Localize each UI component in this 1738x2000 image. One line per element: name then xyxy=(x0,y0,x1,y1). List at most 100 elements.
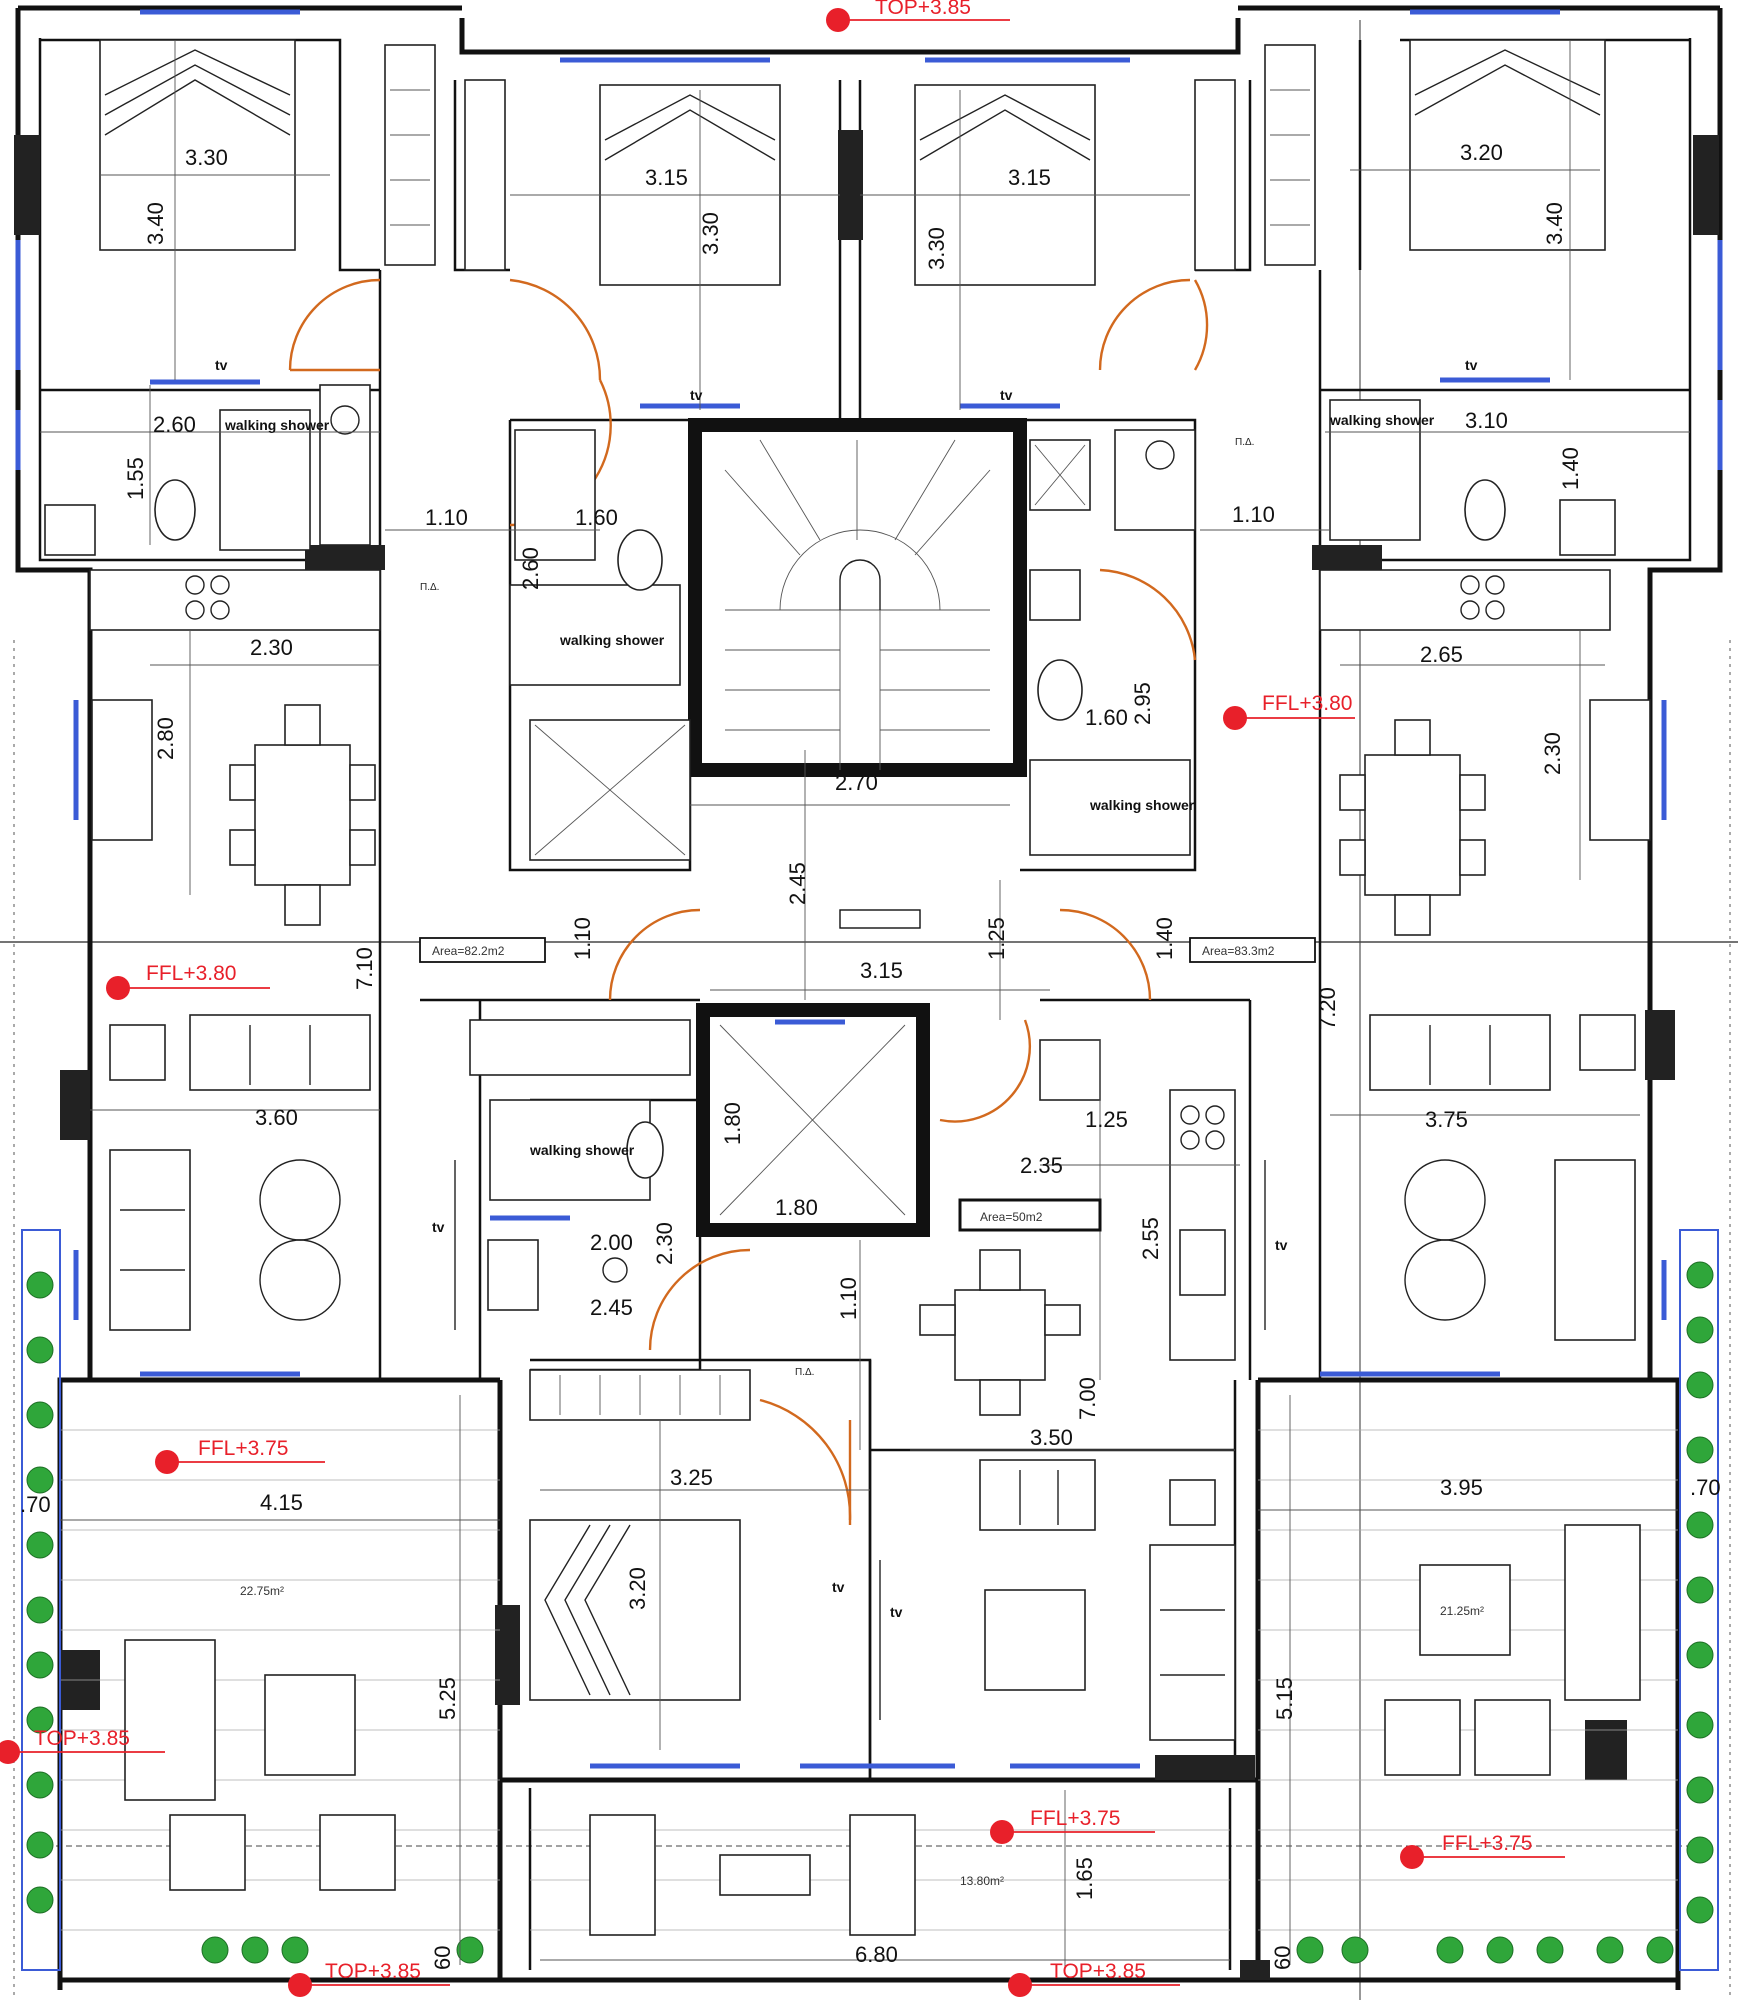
tv-label: tv xyxy=(1465,357,1478,373)
dim-label: 1.10 xyxy=(1232,502,1275,527)
dim-label: 2.95 xyxy=(1130,682,1155,725)
tv-label: tv xyxy=(1000,387,1013,403)
dim-label: 7.00 xyxy=(1075,1377,1100,1420)
level-top-north: TOP+3.85 xyxy=(875,0,971,19)
dim-label: 1.80 xyxy=(775,1195,818,1220)
dim-label: 2.55 xyxy=(1138,1217,1163,1260)
living-sets xyxy=(109,1014,1636,1741)
dim-label: 3.20 xyxy=(625,1567,650,1610)
dim-label: 1.60 xyxy=(575,505,618,530)
dim-label: 3.30 xyxy=(698,212,723,255)
area-tag-right-box xyxy=(1189,937,1316,963)
bathroom-fixtures xyxy=(44,384,1616,1311)
dim-label: 3.10 xyxy=(1465,408,1508,433)
dim-label: 2.00 xyxy=(590,1230,633,1255)
dim-label: 6.80 xyxy=(855,1942,898,1967)
level-marker-lines xyxy=(8,19,1565,1986)
columns xyxy=(14,130,1719,1980)
dim-label: 1.60 xyxy=(1085,705,1128,730)
elevator xyxy=(696,1003,930,1237)
tv-label: tv xyxy=(215,357,228,373)
dim-label: 3.40 xyxy=(143,202,168,245)
level-ffl-balcony-left: FFL+3.75 xyxy=(198,1437,288,1460)
dim-label: 2.30 xyxy=(250,635,293,660)
level-ffl-left: FFL+3.80 xyxy=(146,962,236,985)
dim-label: 3.95 xyxy=(1440,1475,1483,1500)
dim-label: 2.30 xyxy=(652,1222,677,1265)
dim-label: 3.75 xyxy=(1425,1107,1468,1132)
dim-label: 3.25 xyxy=(670,1465,713,1490)
tv-label: tv xyxy=(690,387,703,403)
dim-label: 60 xyxy=(1270,1946,1295,1970)
dim-label: 3.15 xyxy=(860,958,903,983)
planter-trees xyxy=(21,1229,1719,1971)
dimension-lines xyxy=(40,40,1690,1970)
dim-label: 7.20 xyxy=(1315,987,1340,1030)
walking-shower-label: walking shower xyxy=(224,417,330,433)
balcony-area-mid: 13.80m² xyxy=(960,1874,1004,1888)
pd-label: П.Δ. xyxy=(1235,437,1254,448)
tv-label: tv xyxy=(432,1219,445,1235)
level-ffl-balcony-right: FFL+3.75 xyxy=(1442,1832,1532,1855)
dim-label: 5.25 xyxy=(435,1677,460,1720)
dim-label: 1.10 xyxy=(570,917,595,960)
dim-label: 3.40 xyxy=(1542,202,1567,245)
dim-label: 1.10 xyxy=(836,1277,861,1320)
level-ffl-right: FFL+3.80 xyxy=(1262,692,1352,715)
area-label-right: Area=83.3m2 xyxy=(1202,944,1275,958)
dim-label: 3.20 xyxy=(1460,140,1503,165)
dim-label: 1.80 xyxy=(720,1102,745,1145)
area-tag-mid-box xyxy=(958,1198,1102,1232)
dim-label: .70 xyxy=(1690,1475,1721,1500)
walking-shower-label: walking shower xyxy=(559,632,665,648)
dim-label: 2.60 xyxy=(153,412,196,437)
tv-label: tv xyxy=(1275,1237,1288,1253)
dim-label: 3.15 xyxy=(1008,165,1051,190)
walking-shower-labels: walking shower walking shower walking sh… xyxy=(224,412,1435,1158)
dim-label: 2.45 xyxy=(590,1295,633,1320)
dim-label: 1.65 xyxy=(1072,1857,1097,1900)
dim-label: 1.25 xyxy=(1085,1107,1128,1132)
dim-label: 1.55 xyxy=(123,457,148,500)
walking-shower-label: walking shower xyxy=(1329,412,1435,428)
level-ffl-balcony-mid: FFL+3.75 xyxy=(1030,1807,1120,1830)
dim-label: 2.80 xyxy=(153,717,178,760)
dim-label: 1.10 xyxy=(425,505,468,530)
dim-label: 3.30 xyxy=(185,145,228,170)
beds xyxy=(99,39,1606,1701)
area-label-left: Area=82.2m2 xyxy=(432,944,505,958)
dim-label: .70 xyxy=(20,1492,51,1517)
dim-label: 3.30 xyxy=(924,227,949,270)
dim-label: 2.45 xyxy=(785,862,810,905)
area-label-mid: Area=50m2 xyxy=(980,1210,1043,1224)
kitchens xyxy=(89,569,1651,1361)
balcony-area-right: 21.25m² xyxy=(1440,1604,1484,1618)
wardrobes xyxy=(384,44,1316,1421)
dim-label: 3.60 xyxy=(255,1105,298,1130)
walking-shower-label: walking shower xyxy=(529,1142,635,1158)
balconies xyxy=(60,1429,1678,1936)
level-top-west: TOP+3.85 xyxy=(34,1727,130,1750)
stair-treads xyxy=(724,439,991,770)
dim-label: 3.15 xyxy=(645,165,688,190)
dim-label: 4.15 xyxy=(260,1490,303,1515)
level-top-south-mid: TOP+3.85 xyxy=(1050,1960,1146,1983)
dim-label: 2.35 xyxy=(1020,1153,1063,1178)
tv-labels: tv tv tv tv tv tv tv tv xyxy=(215,357,1478,1620)
dim-label: 2.30 xyxy=(1540,732,1565,775)
dim-label: 7.10 xyxy=(352,947,377,990)
dim-label: 2.70 xyxy=(835,770,878,795)
dining-sets xyxy=(229,704,1486,1416)
walking-shower-label: walking shower xyxy=(1089,797,1195,813)
tv-label: tv xyxy=(890,1604,903,1620)
dim-label: 2.65 xyxy=(1420,642,1463,667)
balcony-area-left: 22.75m² xyxy=(240,1584,284,1598)
dim-label: 1.25 xyxy=(984,917,1009,960)
dim-label: 3.50 xyxy=(1030,1425,1073,1450)
stair-core xyxy=(688,418,1027,777)
dim-label: 5.15 xyxy=(1272,1677,1297,1720)
tv-label: tv xyxy=(832,1579,845,1595)
dim-label: 1.40 xyxy=(1558,447,1583,490)
pd-labels: П.Δ. П.Δ. П.Δ. xyxy=(420,437,1254,1378)
